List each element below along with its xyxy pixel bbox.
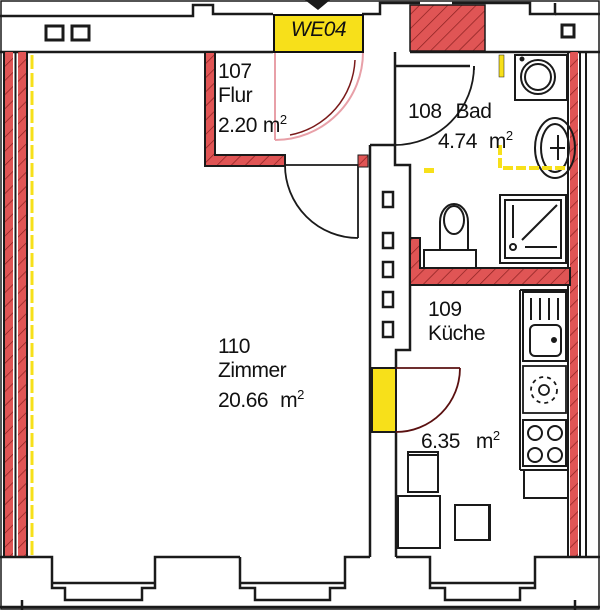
flur-wall (204, 51, 286, 167)
bad-walls (393, 52, 470, 145)
door-zimmer (284, 164, 359, 239)
room-name: Bad (455, 100, 492, 123)
door-arc-flur (274, 51, 364, 141)
room-number: 109 (428, 298, 462, 321)
wall-stub (357, 154, 369, 168)
room-number: 108 (408, 100, 442, 123)
window-marker (560, 23, 576, 39)
window-marker (70, 24, 91, 42)
exterior-wall-top (0, 1, 600, 54)
unit-id-tag: WE04 (273, 14, 364, 53)
shaft-openings (381, 190, 395, 339)
room-name: Küche (428, 322, 486, 345)
sink-icon (522, 291, 567, 362)
exterior-wall-bottom (0, 555, 600, 610)
room-109-label: 109 Küche (428, 298, 486, 346)
bath-yellow-mark (424, 168, 434, 173)
chimney-hatched (409, 4, 486, 52)
bath-yellow-mark (498, 54, 505, 78)
room-number: 110 (218, 335, 250, 358)
dining-table-icon (397, 451, 491, 549)
room-number: 107 (218, 60, 252, 83)
cooktop-icon (522, 419, 567, 467)
kitchen-cabinet (523, 469, 569, 499)
entry-arrow-icon (305, 0, 330, 10)
stove-icon (522, 365, 567, 414)
door-bad (394, 65, 475, 146)
bad-kitchen-wall (409, 237, 571, 286)
shaft-wall (368, 143, 412, 557)
kitchen-door-marker (371, 367, 397, 433)
washbasin-icon (534, 117, 576, 179)
shower-icon (499, 194, 567, 264)
room-name: Zimmer (218, 359, 287, 382)
toilet-icon (423, 203, 477, 269)
door-kitchen (395, 367, 461, 433)
washing-machine-icon (514, 54, 568, 101)
window-marker (44, 24, 65, 42)
bath-yellow-dash (498, 145, 565, 170)
kitchen-counter (519, 289, 568, 471)
door-arc-flur-inner (289, 59, 356, 136)
exterior-wall-left (3, 52, 34, 557)
room-name: Flur (218, 84, 253, 107)
